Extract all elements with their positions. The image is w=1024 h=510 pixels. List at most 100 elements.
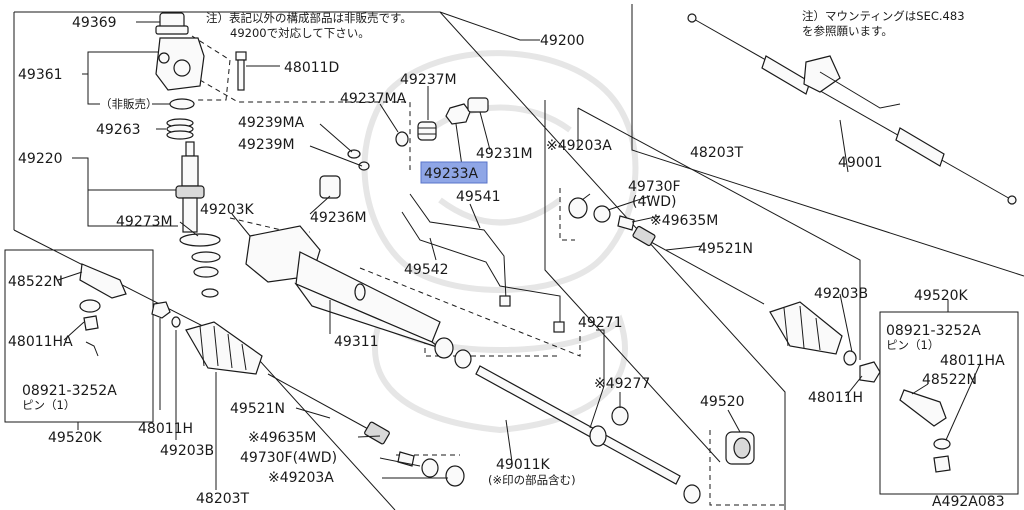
label-49730F-left: 49730F(4WD)	[240, 450, 337, 466]
spring-49237M	[417, 121, 437, 141]
label-pin-left: ピン（1）	[22, 398, 75, 412]
label-49263: 49263	[96, 122, 141, 138]
clip-49203B-left	[171, 316, 181, 328]
label-48203T-left: 48203T	[196, 491, 250, 507]
label-49203K: 49203K	[200, 202, 255, 218]
label-49521N-left: 49521N	[230, 401, 285, 417]
rack-49271	[475, 365, 681, 485]
nut-48011H-right	[859, 361, 881, 383]
nut-rack-end	[683, 484, 701, 504]
tie-rod-end-box-right	[879, 311, 1019, 495]
label-49236M: 49236M	[310, 210, 367, 226]
label-49239MA: 49239MA	[238, 115, 305, 131]
label-nonsale: （非販売）	[100, 97, 158, 111]
label-49635M-left: ※49635M	[248, 430, 316, 446]
label-pin-right: ピン（1）	[886, 338, 939, 352]
label-08921-right: 08921-3252A	[886, 323, 981, 339]
label-08921-left: 08921-3252A	[22, 383, 117, 399]
bush-49236M	[319, 175, 341, 199]
label-49521N-right: 49521N	[698, 241, 753, 257]
leader-lines	[57, 21, 981, 490]
right-frame	[577, 4, 1024, 360]
seal-49239MA	[347, 149, 361, 159]
label-48011HA-right: 48011HA	[940, 353, 1005, 369]
seal-49239M	[358, 161, 370, 171]
label-49203B-left: 49203B	[160, 443, 214, 459]
label-49311: 49311	[334, 334, 379, 350]
note-top-center-2: 49200で対応して下さい。	[230, 26, 370, 40]
bush-49520	[725, 431, 755, 465]
washer-49730F-left	[421, 458, 439, 478]
label-49541: 49541	[456, 189, 501, 205]
tie-rod-end-48522N-right	[899, 389, 951, 473]
washer-49273M-b	[193, 266, 219, 278]
label-49011K: 49011K	[496, 457, 551, 473]
label-49520K-left: 49520K	[48, 430, 103, 446]
label-49231M: 49231M	[476, 146, 533, 162]
seal-ring-b	[454, 349, 472, 369]
washer-49273M-a	[191, 251, 221, 263]
label-49273M: 49273M	[116, 214, 173, 230]
lock-49635M-right	[617, 215, 635, 231]
label-49730F-right: 49730F	[628, 179, 681, 195]
tie-rod-end-box-left	[4, 249, 154, 423]
boot-left	[185, 321, 263, 375]
label-49361: 49361	[18, 67, 63, 83]
label-49001: 49001	[838, 155, 883, 171]
label-48011H-right: 48011H	[808, 390, 863, 406]
washer-49730F-right	[593, 205, 611, 223]
cap-49369	[155, 12, 189, 35]
boot-right	[769, 301, 843, 355]
label-48203T-right: 48203T	[690, 145, 744, 161]
clip-49203A-right	[568, 197, 588, 219]
clip-49203A-left	[445, 465, 465, 487]
seal-ring	[169, 98, 195, 110]
label-49237MA: 49237MA	[340, 91, 407, 107]
washer-49273M-c	[201, 288, 219, 298]
label-49237M: 49237M	[400, 72, 457, 88]
seal-stack-49263	[166, 118, 194, 140]
label-49220: 49220	[18, 151, 63, 167]
pipe-49542	[401, 211, 565, 333]
label-49520: 49520	[700, 394, 745, 410]
note-top-right-2: を参照願います。	[802, 24, 893, 38]
watermark-emblem	[361, 50, 639, 434]
label-49203B-right: 49203B	[814, 286, 868, 302]
note-top-center: 注）表記以外の構成部品は非販売です。	[206, 11, 412, 25]
label-49239M: 49239M	[238, 137, 295, 153]
valve-housing-49361	[155, 37, 205, 91]
note-top-right: 注）マウンティングはSEC.483	[802, 9, 965, 23]
tie-rod-49521N-left	[267, 373, 390, 445]
gear-assembly-49001	[687, 13, 1017, 205]
diagram-id: A492A083	[932, 494, 1005, 510]
label-49277: ※49277	[594, 376, 650, 392]
nut-48011H-left	[151, 301, 171, 319]
label-49520K-right: 49520K	[914, 288, 969, 304]
washer-49237MA	[395, 131, 409, 147]
label-49271: 49271	[578, 315, 623, 331]
tie-rod-49521N-right	[632, 225, 765, 305]
label-48011H-left: 48011H	[138, 421, 193, 437]
bolt-48011D	[235, 51, 247, 91]
yoke-49231M	[467, 97, 489, 113]
label-49203A-left: ※49203A	[268, 470, 334, 486]
seal-49277	[611, 406, 629, 426]
seal-ring-a	[434, 337, 454, 359]
pipe-49541	[409, 193, 511, 307]
label-48011D: 48011D	[284, 60, 339, 76]
nut-49233A	[445, 103, 471, 125]
pinion-shaft-49220	[175, 141, 221, 247]
label-48011HA-left: 48011HA	[8, 334, 73, 350]
label-49011K-note: (※印の部品含む)	[488, 473, 576, 487]
label-49200: 49200	[540, 33, 585, 49]
label-48522N-right: 48522N	[922, 372, 977, 388]
label-48522N-left: 48522N	[8, 274, 63, 290]
tie-rod-end-48522N-left	[79, 263, 127, 357]
label-4wd-right: (4WD)	[632, 194, 676, 210]
label-49233A: 49233A	[424, 166, 479, 182]
clip-49203B-right	[843, 350, 857, 366]
label-49369: 49369	[72, 15, 117, 31]
label-49635M-right: ※49635M	[650, 213, 718, 229]
label-49203A-right: ※49203A	[546, 138, 612, 154]
